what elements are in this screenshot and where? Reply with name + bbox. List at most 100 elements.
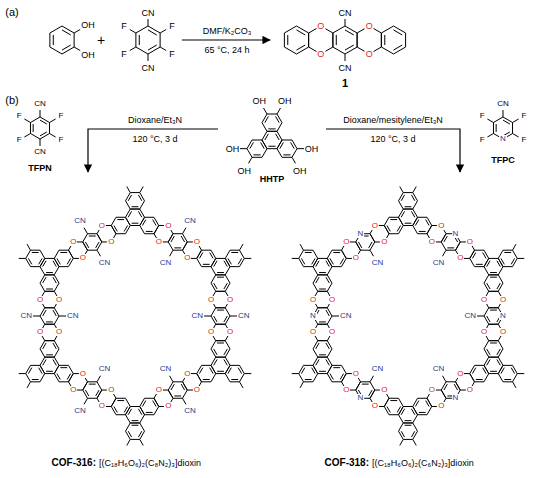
double-bond xyxy=(96,242,99,248)
bond-line xyxy=(130,30,136,34)
reaction-conditions: 120 °C, 3 d xyxy=(370,135,415,144)
oxygen-atom: O xyxy=(342,386,350,394)
double-bond xyxy=(132,223,139,224)
cyano-group: CN xyxy=(20,312,32,320)
oxygen-atom: O xyxy=(365,22,374,31)
reaction-arrow xyxy=(326,129,460,172)
double-bond xyxy=(276,134,280,140)
double-bond xyxy=(333,252,340,253)
ring-bond xyxy=(54,365,73,381)
double-bond xyxy=(210,368,213,374)
hydroxyl-group: OH xyxy=(305,144,319,153)
double-bond xyxy=(224,283,227,289)
double-bond xyxy=(393,30,402,35)
oxygen-atom: O xyxy=(437,222,445,230)
bond-line xyxy=(148,54,149,61)
bond-line xyxy=(140,187,144,193)
bond-line xyxy=(148,19,149,26)
double-bond xyxy=(171,384,174,390)
cyano-group: CN xyxy=(34,100,46,108)
fluorine-atom: F xyxy=(521,136,526,144)
double-bond xyxy=(199,368,202,374)
ring-nitrogen: N xyxy=(499,312,507,320)
double-bond xyxy=(43,310,46,316)
double-bond xyxy=(487,359,490,365)
double-bond xyxy=(369,242,372,248)
ring-bond xyxy=(327,365,346,381)
bond-line xyxy=(345,54,346,61)
double-bond xyxy=(330,374,333,380)
oxygen-atom: O xyxy=(55,328,63,336)
double-bond xyxy=(454,384,457,390)
double-bond xyxy=(444,236,447,242)
bond-line xyxy=(170,376,174,382)
ring-bond xyxy=(299,365,318,381)
oxygen-atom: O xyxy=(226,328,234,336)
double-bond xyxy=(511,368,514,374)
bond-line xyxy=(170,250,174,256)
bond-line xyxy=(400,439,404,445)
bond-line xyxy=(292,157,296,163)
ring-bond xyxy=(399,193,418,209)
double-bond xyxy=(316,343,319,349)
oxygen-atom: O xyxy=(328,296,336,304)
double-bond xyxy=(401,211,404,217)
double-bond xyxy=(333,367,340,368)
fluorine-atom: F xyxy=(17,136,22,144)
panel-letter: (b) xyxy=(5,95,18,106)
ring-bond xyxy=(299,250,318,266)
ring-bond xyxy=(413,398,432,414)
double-bond xyxy=(231,379,238,380)
bond-line xyxy=(443,250,447,256)
bond-line xyxy=(264,108,268,114)
double-bond xyxy=(393,45,402,50)
double-bond xyxy=(128,195,131,201)
double-bond xyxy=(139,35,140,45)
double-bond xyxy=(268,146,275,147)
double-bond xyxy=(53,277,56,283)
bond-line xyxy=(19,373,26,374)
double-bond xyxy=(53,359,56,365)
oxygen-atom: O xyxy=(480,296,488,304)
cyano-group: CN xyxy=(191,312,203,320)
bond-line xyxy=(24,119,30,123)
bond-line xyxy=(59,316,66,317)
double-bond xyxy=(114,407,117,413)
double-bond xyxy=(89,384,96,385)
double-bond xyxy=(476,379,483,380)
reaction-conditions: 120 °C, 3 d xyxy=(132,135,177,144)
double-bond xyxy=(142,220,145,226)
double-bond xyxy=(501,258,504,264)
double-bond xyxy=(405,425,412,426)
oxygen-atom: O xyxy=(69,386,77,394)
bond-line xyxy=(40,110,41,117)
double-bond xyxy=(472,368,475,374)
double-bond xyxy=(326,359,329,365)
double-bond xyxy=(387,407,390,413)
double-bond xyxy=(238,368,241,374)
double-bond xyxy=(153,401,156,407)
oxygen-atom: O xyxy=(183,370,191,378)
cyano-group: CN xyxy=(99,259,111,267)
oxygen-atom: O xyxy=(183,254,191,262)
double-bond xyxy=(490,277,497,278)
bond-line xyxy=(240,382,244,388)
double-bond xyxy=(53,343,56,349)
double-bond xyxy=(319,272,326,273)
double-bond xyxy=(326,310,329,316)
cyano-group: CN xyxy=(372,365,384,373)
double-bond xyxy=(490,310,497,311)
double-bond xyxy=(312,258,315,264)
double-bond xyxy=(312,368,315,374)
double-bond xyxy=(174,395,181,396)
oxygen-atom: O xyxy=(371,402,379,410)
bond-line xyxy=(27,244,31,250)
bond-line xyxy=(24,134,30,138)
double-bond xyxy=(203,264,210,265)
double-bond xyxy=(217,277,224,278)
ring-nitrogen: N xyxy=(357,230,365,238)
fluorine-atom: F xyxy=(480,136,485,144)
double-bond xyxy=(199,252,202,258)
